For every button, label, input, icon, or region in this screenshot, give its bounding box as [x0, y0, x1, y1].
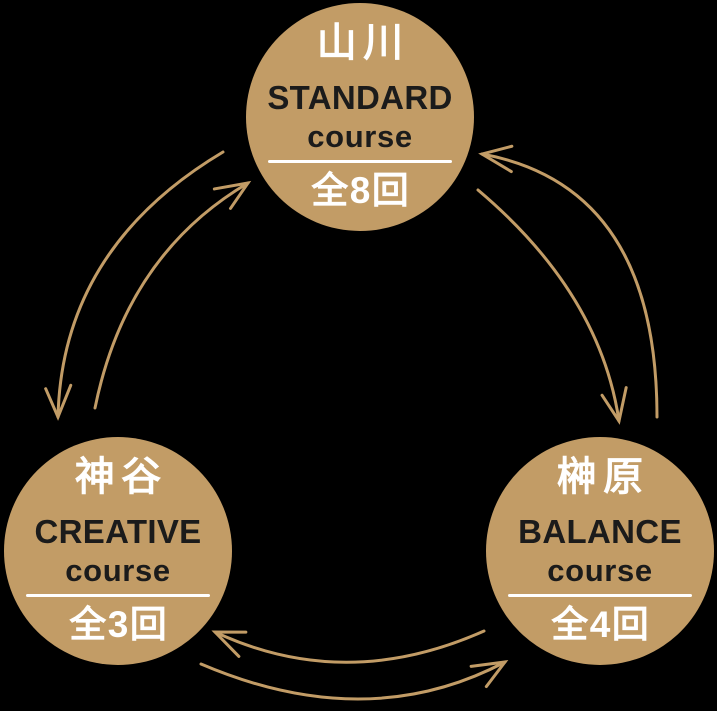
- node-creative-course: 神谷 CREATIVE course 全3回: [4, 437, 232, 665]
- arrow-balance-to-standard: [478, 144, 659, 419]
- node-standard-name: 山川: [316, 21, 410, 65]
- node-standard-course-word: course: [307, 119, 413, 154]
- node-creative-name: 神谷: [74, 455, 168, 499]
- node-balance-course-title: BALANCE: [518, 513, 682, 550]
- node-standard-divider: [268, 160, 452, 164]
- node-balance-divider: [508, 594, 692, 598]
- node-creative-sessions: 全3回: [69, 604, 169, 646]
- node-creative-course-title: CREATIVE: [34, 513, 202, 550]
- arrow-standard-to-balance: [476, 188, 628, 425]
- node-standard-course-title: STANDARD: [267, 79, 453, 116]
- node-balance-course: 榊原 BALANCE course 全4回: [486, 437, 714, 665]
- arrow-balance-to-creative: [211, 629, 486, 664]
- node-balance-course-word: course: [547, 553, 653, 588]
- node-standard-course: 山川 STANDARD course 全8回: [246, 3, 474, 231]
- arrow-creative-to-standard: [93, 180, 252, 410]
- node-balance-name: 榊原: [556, 455, 650, 499]
- node-standard-sessions: 全8回: [311, 170, 411, 212]
- node-creative-course-word: course: [65, 553, 171, 588]
- arrow-creative-to-balance: [199, 660, 509, 701]
- arrow-standard-to-creative: [44, 150, 225, 421]
- node-balance-sessions: 全4回: [551, 604, 651, 646]
- node-creative-divider: [26, 594, 210, 598]
